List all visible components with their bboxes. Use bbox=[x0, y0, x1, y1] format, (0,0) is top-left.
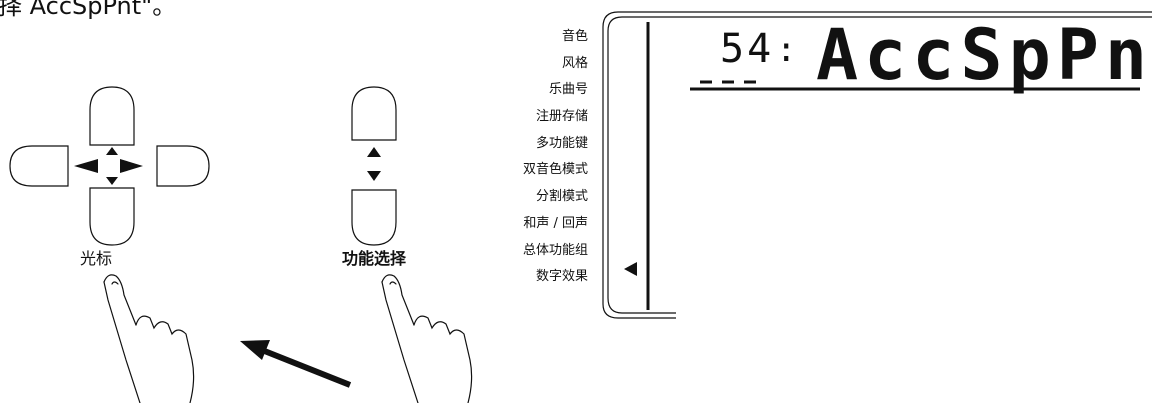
menu-item-registration: 注册存储 bbox=[535, 109, 588, 125]
lcd-function-name: AccSpPnt bbox=[816, 14, 1152, 96]
function-select-buttons bbox=[351, 86, 397, 246]
hand-pointing-function-icon bbox=[381, 274, 473, 404]
menu-item-style: 风格 bbox=[561, 55, 588, 71]
function-select-label: 功能选择 bbox=[342, 249, 407, 268]
function-down-button[interactable] bbox=[351, 189, 397, 246]
menu-item-voice: 音色 bbox=[561, 29, 588, 44]
lcd-function-number: 54 bbox=[720, 26, 775, 72]
menu-item-digital-effect: 数字效果 bbox=[535, 269, 588, 285]
lcd-display bbox=[602, 11, 1152, 319]
cursor-arrows-icon bbox=[74, 147, 143, 185]
sequence-arrow-icon bbox=[240, 340, 352, 388]
function-arrows-icon bbox=[367, 147, 381, 181]
menu-item-song: 乐曲号 bbox=[548, 82, 588, 98]
top-caption: 择 AccSpPnt"。 bbox=[0, 0, 177, 20]
cursor-pad bbox=[9, 86, 210, 246]
cursor-up-button[interactable] bbox=[89, 86, 135, 146]
cursor-down-button[interactable] bbox=[89, 187, 135, 246]
cursor-right-button[interactable] bbox=[156, 145, 210, 187]
menu-item-overall: 总体功能组 bbox=[522, 242, 588, 258]
lcd-colon: : bbox=[776, 30, 797, 70]
function-up-button[interactable] bbox=[351, 86, 397, 141]
function-menu: 音色 风格 乐曲号 注册存储 多功能键 双音色模式 分割模式 和声 / 回声 总… bbox=[523, 24, 588, 291]
menu-item-dual: 双音色模式 bbox=[522, 162, 588, 178]
menu-item-harmony-echo: 和声 / 回声 bbox=[523, 215, 588, 231]
cursor-label: 光标 bbox=[80, 249, 113, 268]
menu-item-multipad: 多功能键 bbox=[535, 135, 588, 151]
hand-pointing-cursor-icon bbox=[103, 274, 195, 404]
menu-selection-indicator-icon bbox=[624, 262, 637, 276]
menu-item-split: 分割模式 bbox=[535, 189, 588, 205]
cursor-left-button[interactable] bbox=[9, 145, 69, 187]
